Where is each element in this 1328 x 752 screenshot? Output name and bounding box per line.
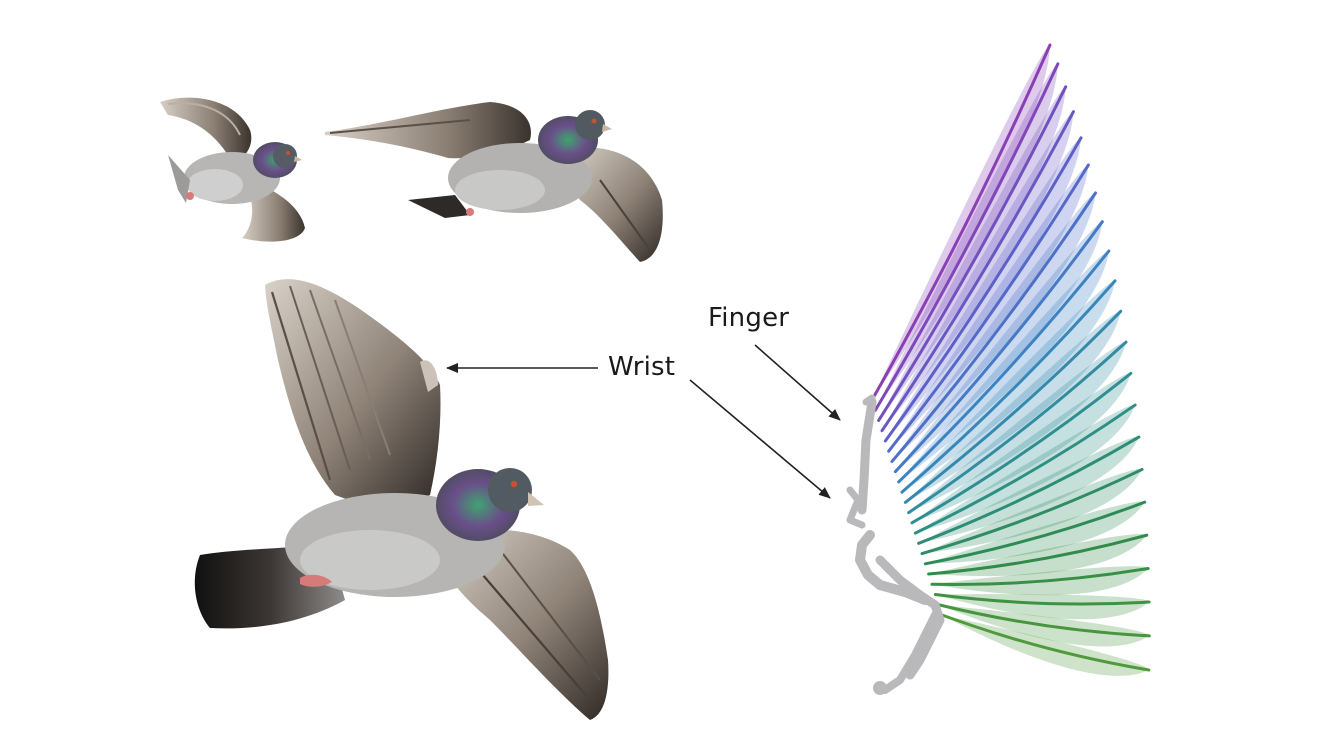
feather-shaft (933, 593, 1151, 606)
feather-vane (892, 192, 1096, 462)
feather-shaft (930, 566, 1150, 586)
feather-shaft (877, 85, 1068, 422)
feather-shaft (920, 467, 1144, 556)
feather-shaft (883, 136, 1083, 443)
feather-shaft (917, 435, 1141, 545)
wrist-label: Wrist (608, 352, 676, 382)
arrow-wrist-to-skeleton (689, 379, 831, 499)
feather-shaft (893, 220, 1104, 474)
feather-shaft (873, 62, 1060, 412)
feather-vane (922, 468, 1143, 554)
wing-skeleton (846, 394, 945, 695)
finger-label: Finger (708, 303, 790, 333)
pigeon-medium (325, 102, 663, 262)
feather-shaft (910, 371, 1133, 525)
annotation-arrows (446, 344, 841, 499)
feather-vane (882, 111, 1074, 431)
feather-vane (928, 533, 1147, 577)
feather-vane (872, 44, 1050, 400)
feather-shaft (940, 613, 1151, 672)
feather-shaft (870, 43, 1052, 402)
feather-vane (898, 250, 1109, 482)
feather-vane (918, 436, 1139, 544)
feather-shaft (913, 403, 1137, 535)
feather-shaft (900, 279, 1117, 494)
feather-shaft (937, 603, 1151, 638)
feather-vane (875, 63, 1058, 411)
feather-vane (925, 501, 1145, 564)
feather-shaft (897, 249, 1111, 484)
arrow-finger-to-skeleton (754, 344, 841, 421)
pigeon-small (160, 97, 305, 242)
feather-shaft (890, 191, 1098, 463)
feather-vane (878, 86, 1066, 421)
feather-vane (912, 373, 1131, 523)
feather-vane (902, 280, 1116, 493)
feather-vane (885, 137, 1081, 441)
feather-shaft (923, 500, 1147, 566)
feather-vane (888, 164, 1089, 452)
feather-shaft (903, 309, 1123, 504)
feather-vane (905, 311, 1121, 503)
feather-vane (895, 221, 1103, 472)
feather-vane (915, 404, 1136, 534)
feather-vane (908, 341, 1127, 513)
feather-shaft (880, 110, 1075, 433)
feather-fan (870, 43, 1151, 676)
feather-shaft (887, 163, 1090, 453)
pigeon-large (194, 279, 609, 720)
feather-shaft (907, 340, 1128, 515)
feather-shaft (927, 533, 1149, 576)
